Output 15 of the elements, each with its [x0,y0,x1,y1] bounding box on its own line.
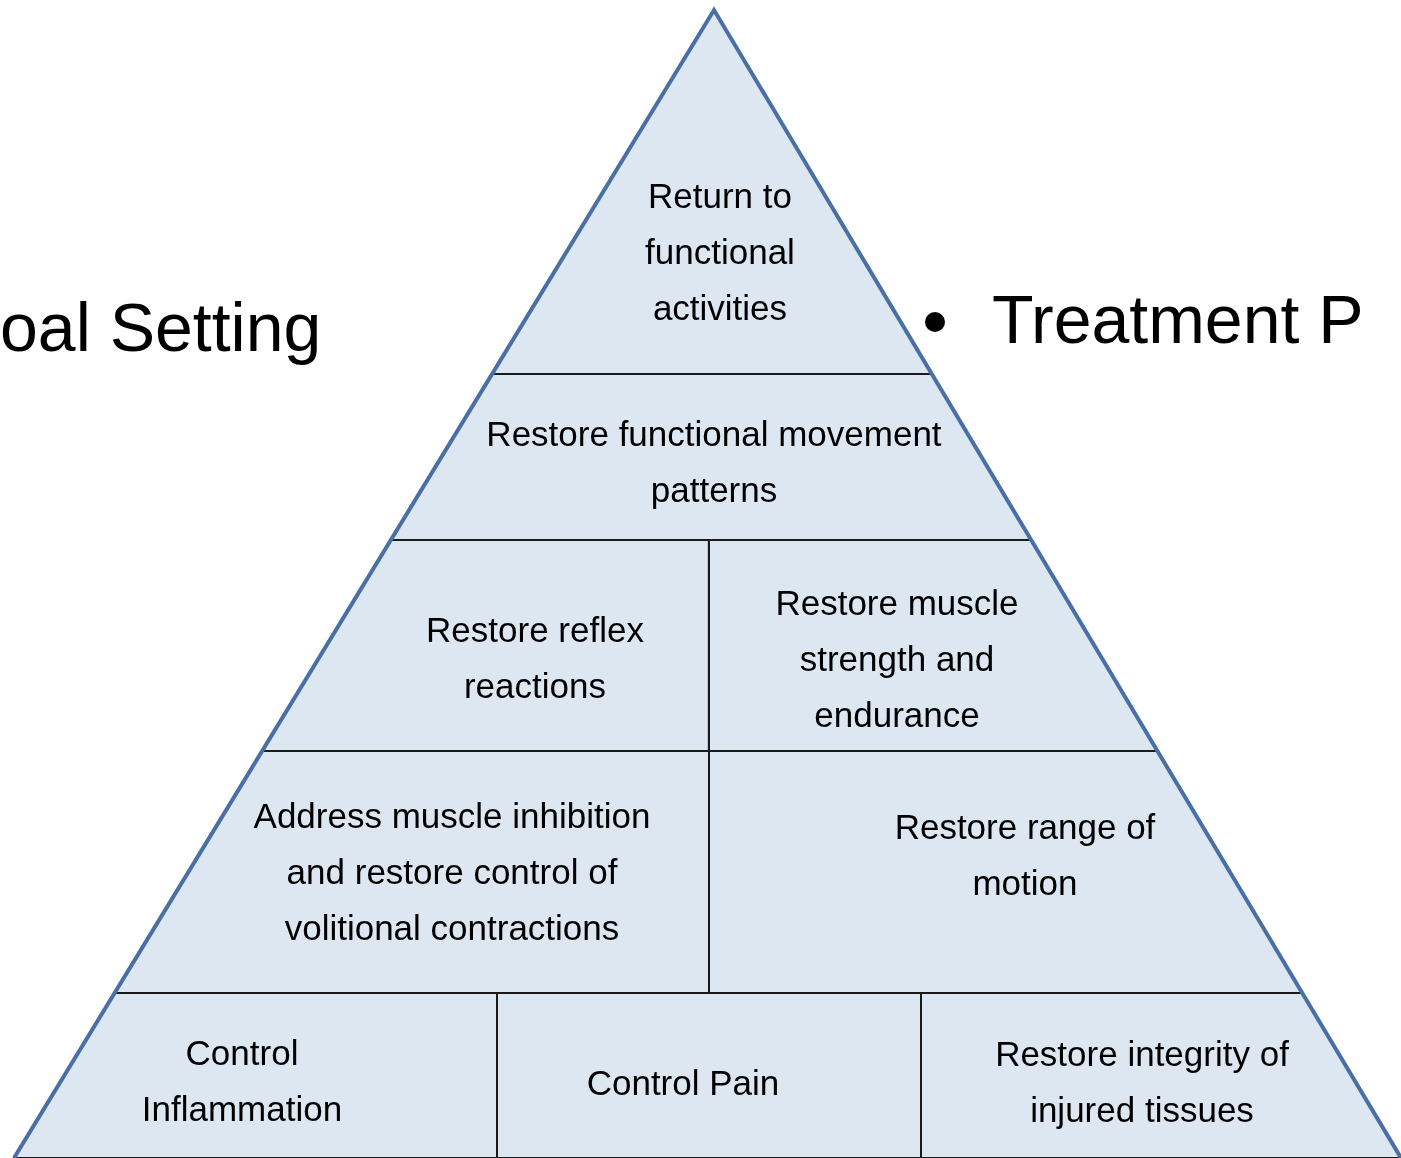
pyramid-tier [14,993,497,1158]
tier-label: Control Inflammation [140,1032,344,1130]
heading-text: oal Setting [0,288,322,366]
pyramid-tier [497,993,921,1158]
tier-label: Restore functional movement patterns [485,413,943,511]
tier-label: Restore range of motion [893,806,1157,904]
tier-label: Restore integrity of injured tissues [994,1033,1290,1131]
heading-text: Treatment P [992,280,1364,358]
tier-label: Address muscle inhibition and restore control of volitional contractions [252,795,652,949]
tier-label: Control Pain [586,1062,780,1104]
tier-label: Return to functional activities [644,175,796,329]
pyramid-tier [921,993,1401,1158]
pyramid-tier [262,540,709,751]
tier-label: Restore muscle strength and endurance [774,582,1020,736]
tier-label: Restore reflex reactions [425,609,645,707]
